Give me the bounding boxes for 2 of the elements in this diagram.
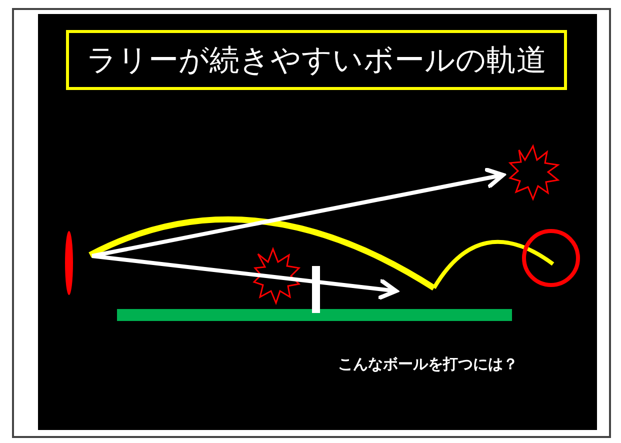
title: ラリーが続きやすいボールの軌道: [86, 42, 546, 80]
question-text: こんなボールを打つには？: [338, 355, 518, 374]
